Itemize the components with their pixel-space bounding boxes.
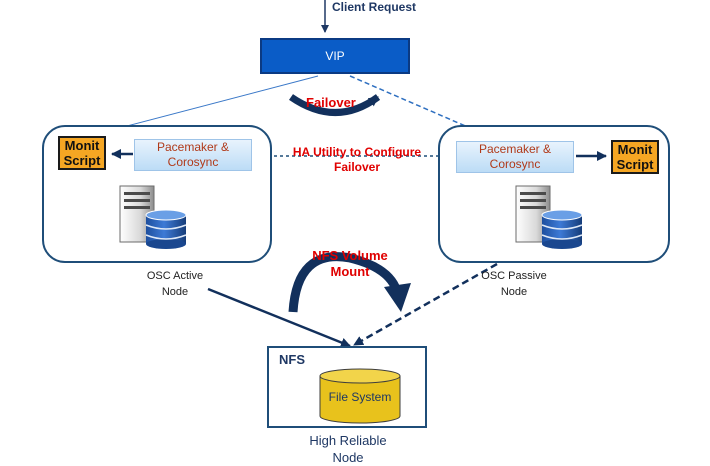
- vip-box: VIP: [260, 38, 410, 74]
- nfs-volume-mount-arrow: [288, 252, 403, 313]
- vip-passive-line: [349, 75, 471, 129]
- high-reliable-line2: Node: [332, 450, 364, 465]
- high-reliable-line1: High Reliable: [309, 433, 387, 448]
- passive-pacemaker-line2: Corosync: [489, 157, 541, 171]
- active-node-line1: OSC Active: [146, 270, 204, 282]
- nfs-volume-line1: NFS Volume: [312, 248, 388, 263]
- passive-node-line2: Node: [500, 286, 528, 298]
- passive-monit-line2: Script: [616, 157, 654, 172]
- passive-nfs-line: [353, 262, 498, 347]
- vip-active-line: [107, 75, 319, 132]
- high-reliable-node-label: High Reliable Node: [278, 432, 418, 466]
- ha-utility-line1: HA Utility to Configure: [292, 145, 422, 159]
- active-monit-script: Monit Script: [58, 136, 106, 170]
- active-monit-line1: Monit: [64, 138, 100, 153]
- active-node-line2: Node: [161, 286, 189, 298]
- passive-database-icon: [541, 209, 583, 249]
- active-pacemaker-line1: Pacemaker &: [156, 140, 230, 154]
- active-nfs-line: [207, 287, 351, 348]
- passive-node-label: OSC Passive Node: [459, 268, 569, 300]
- active-database-icon: [145, 209, 187, 249]
- active-node-label: OSC Active Node: [120, 268, 230, 300]
- nfs-title: NFS: [279, 352, 305, 367]
- passive-node-line1: OSC Passive: [481, 270, 547, 282]
- ha-utility-line2: Failover: [333, 160, 381, 174]
- active-monit-line2: Script: [63, 153, 101, 168]
- active-pacemaker-box: Pacemaker & Corosync: [134, 139, 252, 171]
- failover-label: Failover: [306, 95, 356, 110]
- passive-pacemaker-line1: Pacemaker &: [478, 142, 552, 156]
- passive-monit-line1: Monit: [617, 142, 653, 157]
- nfs-volume-mount-label: NFS Volume Mount: [300, 248, 400, 280]
- client-request-label: Client Request: [332, 0, 417, 14]
- passive-pacemaker-box: Pacemaker & Corosync: [456, 141, 574, 173]
- failover-arrow: [289, 94, 381, 116]
- nfs-volume-line2: Mount: [330, 264, 370, 279]
- file-system-label-top: File System: [318, 390, 402, 404]
- file-system-text: File System: [328, 390, 392, 404]
- nfs-volume-mount-arrowhead: [384, 283, 411, 312]
- ha-utility-label: HA Utility to Configure Failover: [276, 145, 438, 175]
- passive-monit-script: Monit Script: [611, 140, 659, 174]
- vip-label: VIP: [325, 49, 345, 63]
- active-pacemaker-line2: Corosync: [167, 155, 219, 169]
